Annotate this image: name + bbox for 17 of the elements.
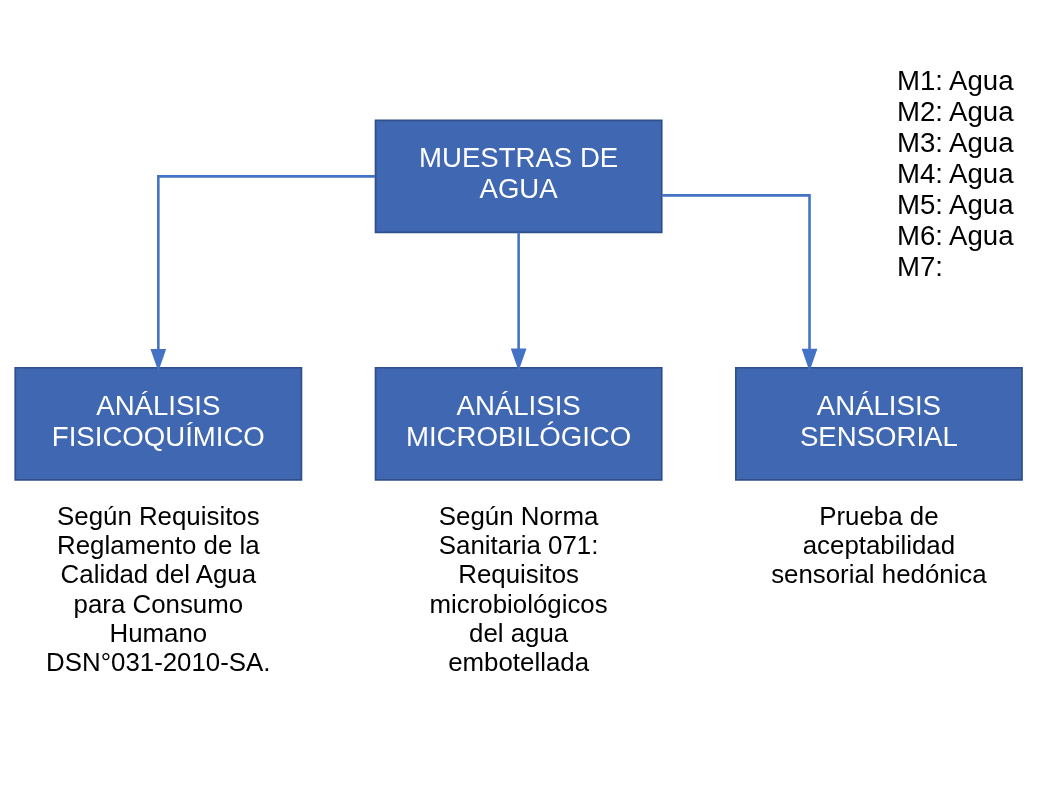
node-box: ANÁLISIS SENSORIAL [734,366,1023,481]
label: M3: Agua [897,126,1014,158]
label: M6: Agua [897,219,1014,251]
node-label: Según Requisitos Reglamento de la Calidad del Agua para Consumo Humano DSN°031-2010-SA. [46,501,271,676]
label: M5: Agua [897,188,1014,220]
arrow [510,232,527,371]
label: M4: Agua [897,157,1014,189]
node-label: Según Norma Sanitaria 071: Requisitos microbiológicos del agua embotellada [429,501,608,676]
arrow [662,193,818,371]
node-box: ANÁLISIS MICROBILÓGICO [374,366,663,481]
label: M2: Agua [897,95,1014,127]
label: M1: Agua [897,64,1014,96]
node-label: Prueba de aceptabilidad sensorial hedónica [771,501,987,588]
arrow [150,174,376,372]
node-box: MUESTRAS DE AGUA [374,119,663,233]
node-box: ANÁLISIS FISICOQUÍMICO [14,366,303,481]
label: M7: [897,250,943,282]
